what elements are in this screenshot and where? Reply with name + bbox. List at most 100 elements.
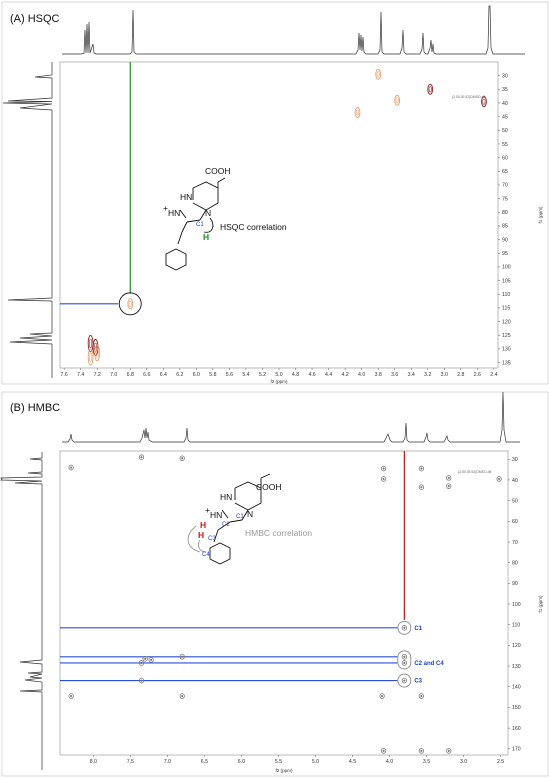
structure-a-c1: C1 xyxy=(196,222,204,228)
x-tick-label: 3.2 xyxy=(424,372,431,378)
y-tick-label: 30 xyxy=(502,73,508,79)
structure-b-h2: H xyxy=(198,530,204,540)
hsqc-peak-inner xyxy=(94,342,98,353)
x-tick-label: 4.0 xyxy=(358,372,365,378)
structure-a-hn2: HN xyxy=(168,208,180,218)
x-tick-label: 6.0 xyxy=(238,759,245,765)
structure-b-c3: C3 xyxy=(208,536,216,542)
hmbc-peak-core xyxy=(382,467,385,470)
x-tick-label: 5.4 xyxy=(242,372,249,378)
structure-b-h1: H xyxy=(200,520,206,530)
y-tick-label: 120 xyxy=(502,319,511,325)
hmbc-peak xyxy=(380,465,387,472)
hmbc-peak xyxy=(418,484,424,490)
panel-b-structure xyxy=(187,473,271,565)
hmbc-highlight-c1 xyxy=(397,620,412,635)
hsqc-peak xyxy=(394,94,401,106)
y-tick-label: 70 xyxy=(502,183,508,189)
x-tick-label: 7.0 xyxy=(110,372,117,378)
hsqc-peak xyxy=(354,107,361,118)
y-tick-label: 130 xyxy=(502,347,511,353)
y-tick-label: 100 xyxy=(512,602,521,608)
hmbc-carbon-label: C1 xyxy=(414,626,422,632)
x-tick-label: 2.8 xyxy=(457,372,464,378)
structure-a-h1: H xyxy=(203,232,209,242)
structure-b-hn2: HN xyxy=(210,510,222,520)
x-tick-label: 4.5 xyxy=(349,759,356,765)
hmbc-peak-core xyxy=(382,477,385,481)
x-tick-label: 3.0 xyxy=(441,372,448,378)
x-tick-label: 6.8 xyxy=(127,372,134,378)
x-tick-label: 2.6 xyxy=(474,372,481,378)
x-tick-label: 7.6 xyxy=(61,372,68,378)
hmbc-peak-core xyxy=(420,749,423,752)
hmbc-peak xyxy=(138,454,145,461)
hmbc-peak-core xyxy=(140,661,143,665)
hmbc-peak-core xyxy=(181,457,184,460)
panel-a-y-ticks: 3035404550556065707580859095100105110115… xyxy=(498,73,511,366)
hmbc-peak-core xyxy=(420,486,423,489)
panel-b-top-spectrum xyxy=(62,391,520,443)
x-tick-label: 8.0 xyxy=(90,759,97,765)
hmbc-peak-core xyxy=(140,679,143,682)
hmbc-peak xyxy=(446,748,452,754)
hsqc-peak xyxy=(481,96,487,108)
structure-b-cooh: COOH xyxy=(256,482,282,492)
structure-b-c4: C4 xyxy=(202,552,210,558)
hsqc-peak xyxy=(375,68,382,80)
hmbc-peak-core xyxy=(70,694,73,698)
hmbc-peak-core xyxy=(498,477,501,481)
y-tick-label: 90 xyxy=(502,237,508,243)
y-tick-label: 50 xyxy=(512,498,518,504)
x-tick-label: 6.6 xyxy=(143,372,150,378)
structure-b-c2: C2 xyxy=(222,522,230,528)
hmbc-peak-core xyxy=(403,679,406,682)
panel-b-ylabel: f1 (ppm) xyxy=(538,595,543,613)
structure-b-plus: + xyxy=(205,505,210,515)
y-tick-label: 150 xyxy=(512,705,521,711)
panel-a-left-spectrum xyxy=(2,62,53,378)
x-tick-label: 7.4 xyxy=(77,372,84,378)
hsqc-peak xyxy=(427,83,434,95)
hmbc-peak xyxy=(380,748,387,754)
panel-a-annotation: HSQC correlation xyxy=(220,222,287,232)
hsqc-peak-inner xyxy=(428,86,432,93)
panel-a-peaks xyxy=(87,68,487,366)
hmbc-peak-core xyxy=(447,476,450,479)
panel-b-plot-frame xyxy=(59,450,509,756)
x-tick-label: 4.0 xyxy=(386,759,393,765)
y-tick-label: 160 xyxy=(512,726,521,732)
x-tick-label: 5.5 xyxy=(275,759,282,765)
hsqc-peak-inner xyxy=(89,338,93,349)
hmbc-peak-core xyxy=(181,655,184,658)
x-tick-label: 5.0 xyxy=(312,759,319,765)
y-tick-label: 65 xyxy=(502,169,508,175)
hmbc-peak xyxy=(401,660,407,666)
panel-b-solvent-label: {2.50,39.52}DMSO-d6 xyxy=(458,470,491,474)
hsqc-peak-inner xyxy=(482,98,486,105)
hsqc-peak-inner xyxy=(376,71,380,78)
hmbc-peak-core xyxy=(420,467,423,470)
hmbc-peak-core xyxy=(150,658,153,661)
x-tick-label: 5.8 xyxy=(209,372,216,378)
panel-a-structure xyxy=(165,177,226,271)
hmbc-peak xyxy=(401,653,407,660)
y-tick-label: 40 xyxy=(512,478,518,484)
x-tick-label: 6.2 xyxy=(176,372,183,378)
structure-a-cooh: COOH xyxy=(205,166,231,176)
hmbc-highlight-c3 xyxy=(397,673,412,688)
panel-a-title: (A) HSQC xyxy=(10,13,60,25)
panel-b-peaks xyxy=(68,454,502,754)
hmbc-peak-core xyxy=(403,626,406,629)
hmbc-peak xyxy=(496,476,502,482)
hmbc-peak xyxy=(380,476,387,482)
x-tick-label: 7.2 xyxy=(94,372,101,378)
x-tick-label: 4.2 xyxy=(342,372,349,378)
hsqc-peak xyxy=(127,298,134,310)
hsqc-peak-inner xyxy=(95,348,99,358)
x-tick-label: 3.8 xyxy=(375,372,382,378)
panel-a-xlabel: f2 (ppm) xyxy=(270,379,288,384)
